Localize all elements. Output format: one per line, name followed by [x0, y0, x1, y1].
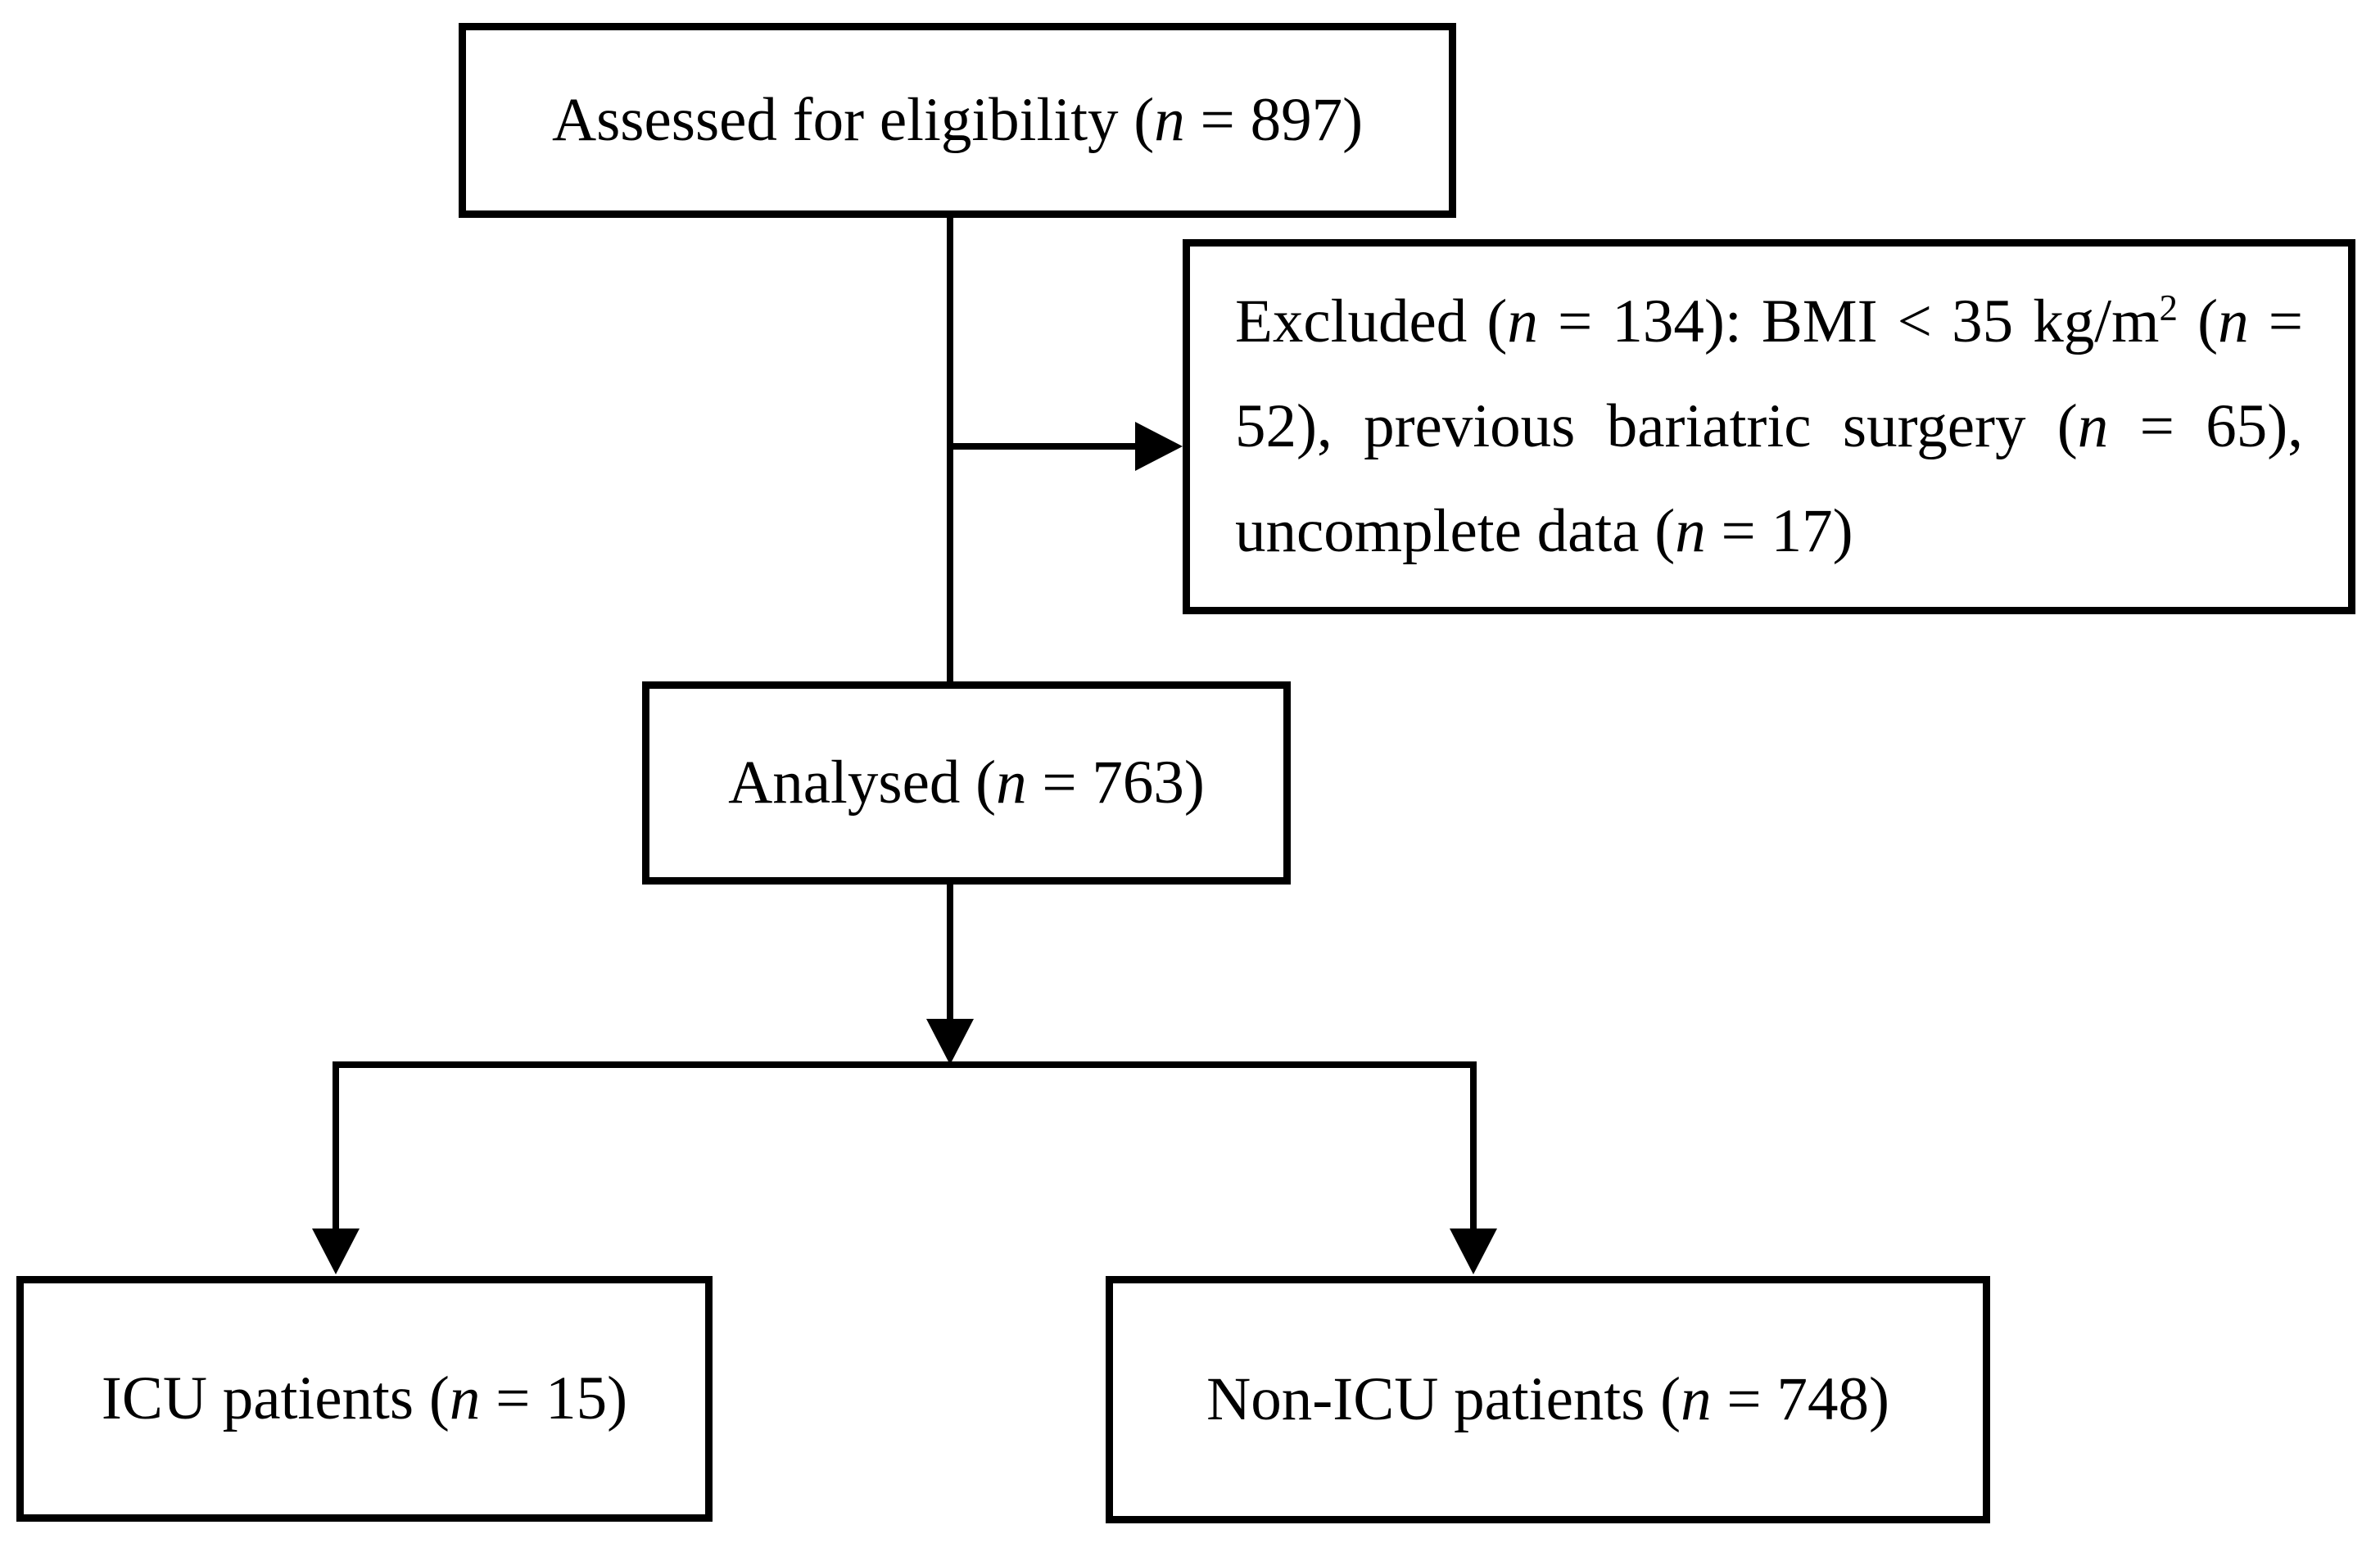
node-excluded: Excluded (n = 134): BMI < 35 kg/m2 (n = … — [1183, 239, 2355, 614]
node-label: ICU patients (n = 15) — [101, 1364, 628, 1433]
arrowhead-down-icon — [312, 1229, 360, 1274]
connector-branch-to-non-icu — [1470, 1061, 1477, 1230]
arrowhead-right-icon — [1135, 422, 1183, 471]
node-label: Assessed for eligibility (n = 897) — [551, 86, 1364, 155]
node-label-line: uncomplete data (n = 17) — [1235, 497, 1853, 565]
node-label: Analysed (n = 763) — [728, 749, 1205, 817]
connector-branch-to-icu — [333, 1061, 339, 1230]
node-label: Non-ICU patients (n = 748) — [1206, 1365, 1889, 1434]
node-analysed: Analysed (n = 763) — [642, 681, 1291, 885]
arrowhead-down-icon — [1450, 1229, 1497, 1274]
connector-analysed-to-branch — [947, 881, 953, 1020]
node-icu-patients: ICU patients (n = 15) — [16, 1276, 713, 1522]
connector-branch-horizontal — [333, 1061, 1477, 1068]
node-non-icu-patients: Non-ICU patients (n = 748) — [1106, 1276, 1990, 1523]
node-assessed-for-eligibility: Assessed for eligibility (n = 897) — [459, 23, 1456, 218]
node-label-line: 52), previous bariatric surgery (n = 65)… — [1235, 392, 2303, 460]
arrowhead-down-icon — [926, 1019, 974, 1065]
connector-to-excluded — [950, 443, 1137, 450]
node-label-line: Excluded (n = 134): BMI < 35 kg/m2 (n = — [1235, 287, 2303, 355]
